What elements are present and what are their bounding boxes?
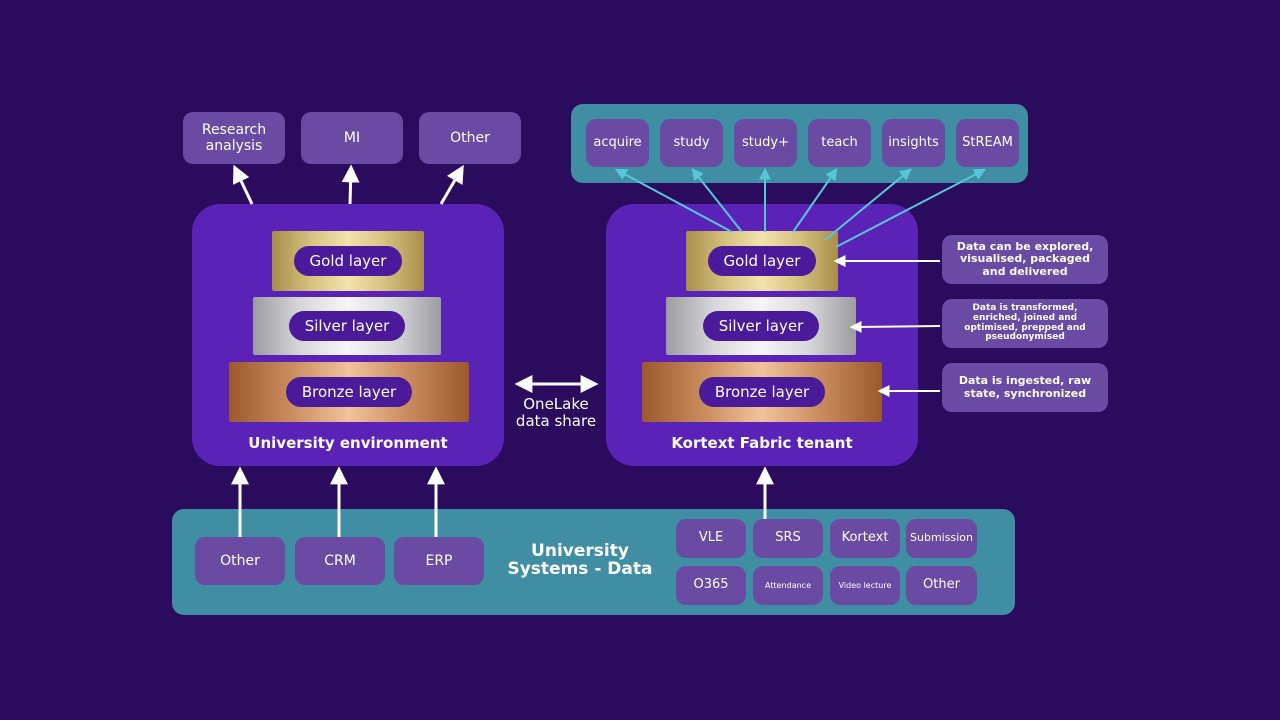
uni-panel-label: University environment: [248, 434, 448, 452]
uni-silver-layer: Silver layer: [253, 297, 441, 355]
kortext-gold-layer: Gold layer: [686, 231, 838, 291]
system-srs: SRS: [753, 519, 823, 558]
desc-bronze: Data is ingested, raw state, synchronize…: [942, 363, 1108, 412]
system-erp: ERP: [394, 537, 484, 585]
desc-gold: Data can be explored, visualised, packag…: [942, 235, 1108, 284]
system-vle: VLE: [676, 519, 746, 558]
system-kortext: Kortext: [830, 519, 900, 558]
product-stream: StREAM: [956, 119, 1019, 167]
system-attendance: Attendance: [753, 566, 823, 605]
product-insights: insights: [882, 119, 945, 167]
output-other: Other: [419, 112, 521, 164]
desc-silver: Data is transformed, enriched, joined an…: [942, 299, 1108, 348]
system-other-right: Other: [906, 566, 977, 605]
system-o365: O365: [676, 566, 746, 605]
product-teach: teach: [808, 119, 871, 167]
kortext-bronze-label: Bronze layer: [698, 377, 826, 407]
university-systems-title: University Systems - Data: [507, 541, 653, 579]
uni-bronze-label: Bronze layer: [285, 377, 413, 407]
kortext-tenant-panel: Gold layer Silver layer Bronze layer Kor…: [606, 204, 918, 466]
onelake-share-label: OneLake data share: [515, 395, 597, 430]
kortext-panel-label: Kortext Fabric tenant: [671, 434, 853, 452]
kortext-gold-label: Gold layer: [707, 246, 817, 276]
system-other-left: Other: [195, 537, 285, 585]
uni-gold-label: Gold layer: [293, 246, 403, 276]
product-study-plus: study+: [734, 119, 797, 167]
system-crm: CRM: [295, 537, 385, 585]
system-video-lecture: Video lecture: [830, 566, 900, 605]
uni-bronze-layer: Bronze layer: [229, 362, 469, 422]
uni-gold-layer: Gold layer: [272, 231, 424, 291]
kortext-silver-layer: Silver layer: [666, 297, 856, 355]
system-submission: Submission: [906, 519, 977, 558]
output-research-analysis: Research analysis: [183, 112, 285, 164]
arrow-to-research: [233, 164, 254, 205]
output-mi: MI: [301, 112, 403, 164]
arrow-to-other: [439, 164, 464, 205]
product-acquire: acquire: [586, 119, 649, 167]
kortext-silver-label: Silver layer: [702, 311, 820, 341]
arrow-to-mi: [341, 164, 360, 205]
product-study: study: [660, 119, 723, 167]
kortext-bronze-layer: Bronze layer: [642, 362, 882, 422]
university-environment-panel: Gold layer Silver layer Bronze layer Uni…: [192, 204, 504, 466]
uni-silver-label: Silver layer: [288, 311, 406, 341]
